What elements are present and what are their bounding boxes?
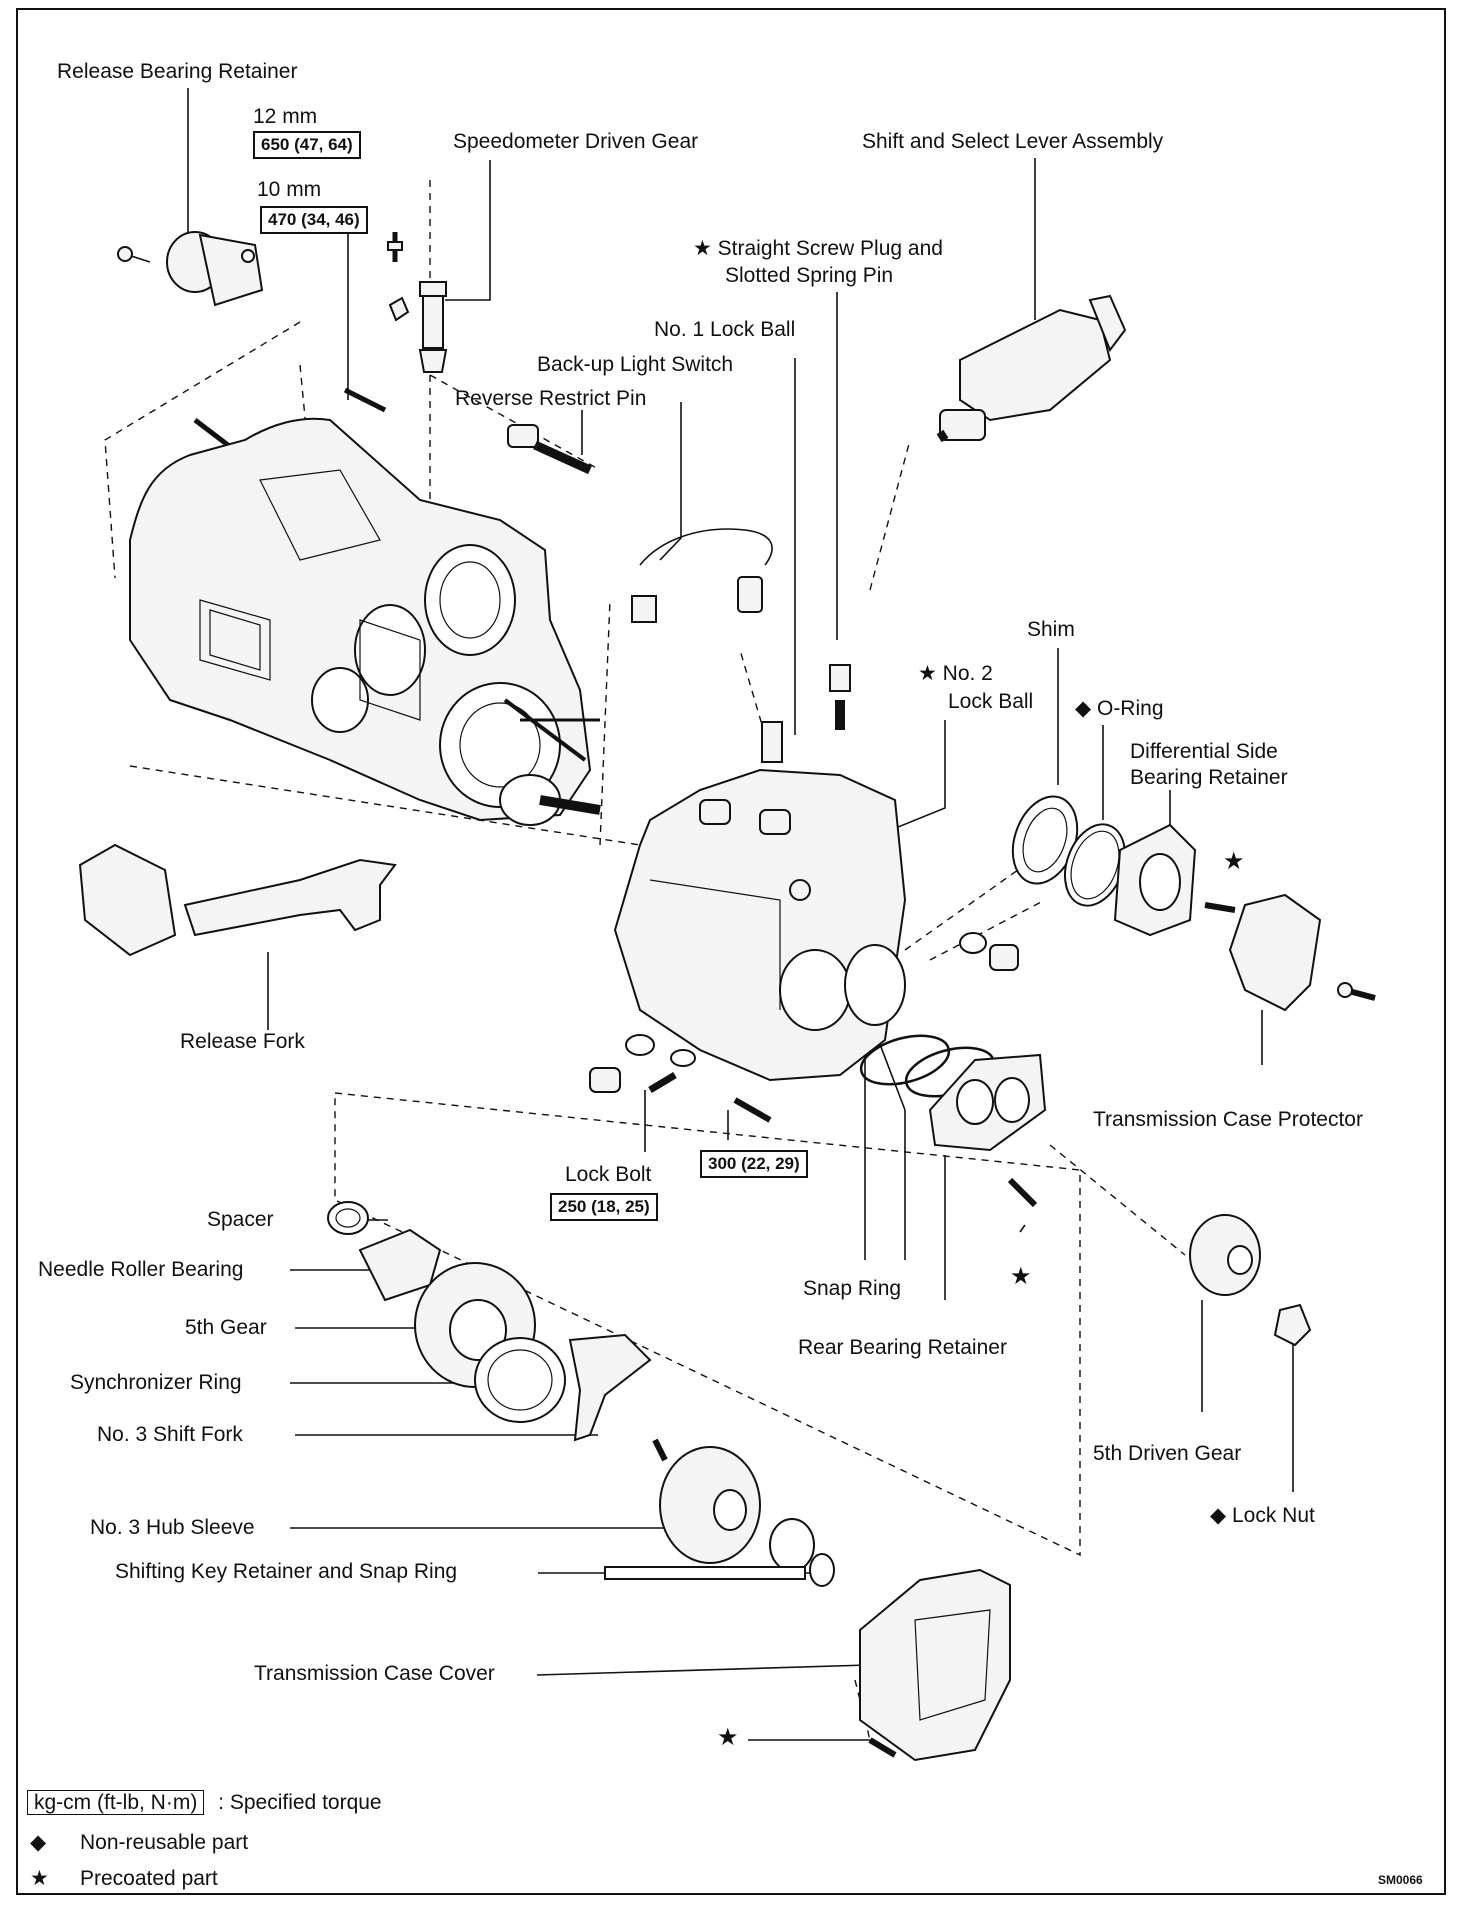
label-screw-plug-line2: Slotted Spring Pin — [725, 264, 894, 287]
snap-ring-rear-retainer-parts — [859, 1034, 1047, 1208]
transaxle-gear-assembly — [129, 417, 601, 826]
label-lock-nut: ◆ Lock Nut — [1210, 1504, 1315, 1527]
label-lock-ball-1: No. 1 Lock Ball — [654, 318, 796, 341]
label-lock-bolt: Lock Bolt — [565, 1163, 652, 1186]
label-shifting-key-retainer: Shifting Key Retainer and Snap Ring — [115, 1560, 458, 1583]
diagram-frame — [16, 8, 1446, 1895]
release-bearing-retainer-part — [117, 231, 264, 307]
label-backup-light-switch: Back-up Light Switch — [537, 353, 734, 376]
label-fifth-driven-gear: 5th Driven Gear — [1093, 1442, 1242, 1465]
label-speedometer-driven-gear: Speedometer Driven Gear — [453, 130, 699, 153]
shim-o-ring-retainer-parts — [1011, 795, 1376, 1012]
release-fork-part — [78, 843, 397, 957]
label-reverse-restrict-pin: Reverse Restrict Pin — [455, 387, 647, 410]
label-bolt-12mm: 12 mm — [253, 105, 318, 128]
label-case-cover: Transmission Case Cover — [254, 1662, 495, 1685]
fifth-gear-stack-parts — [327, 1201, 835, 1587]
label-shift-fork-3: No. 3 Shift Fork — [97, 1423, 243, 1446]
label-diff-retainer-line2: Bearing Retainer — [1130, 766, 1288, 789]
label-hub-sleeve-3: No. 3 Hub Sleeve — [90, 1516, 255, 1539]
assembly-dashed-lines — [104, 180, 1186, 1741]
torque-470-box: 470 (34, 46) — [260, 206, 368, 234]
shift-select-lever-part — [936, 294, 1127, 443]
label-shift-select-lever: Shift and Select Lever Assembly — [862, 130, 1164, 153]
star-marker-cover-bolt: ★ — [717, 1724, 739, 1751]
label-bolt-10mm: 10 mm — [257, 178, 322, 201]
label-diff-retainer-line1: Differential Side — [1130, 740, 1278, 763]
label-case-protector: Transmission Case Protector — [1093, 1108, 1363, 1131]
transmission-case-part — [613, 768, 907, 1082]
label-screw-plug-line1: ★ Straight Screw Plug and — [693, 237, 943, 260]
legend-precoated: ★ Precoated part — [30, 1866, 218, 1892]
label-synchronizer-ring: Synchronizer Ring — [70, 1371, 242, 1394]
torque-250-box: 250 (18, 25) — [550, 1193, 658, 1221]
legend-torque-box: kg-cm (ft-lb, N·m) — [27, 1790, 205, 1815]
lock-bolt-part — [589, 932, 1019, 1123]
label-release-fork: Release Fork — [180, 1030, 305, 1053]
label-rear-bearing-retainer: Rear Bearing Retainer — [798, 1336, 1007, 1359]
label-spacer: Spacer — [207, 1208, 274, 1231]
torque-300-box: 300 (22, 29) — [700, 1150, 808, 1178]
diamond-icon: ◆ — [30, 1831, 47, 1854]
star-marker-retainer-bolt: ★ — [1223, 848, 1245, 875]
label-o-ring: ◆ O-Ring — [1075, 697, 1164, 720]
legend-non-reusable-desc: Non-reusable part — [80, 1831, 249, 1854]
legend-torque: kg-cm (ft-lb, N·m) : Specified torque — [27, 1790, 382, 1816]
label-lock-ball-2-line1: ★ No. 2 — [918, 662, 993, 685]
label-needle-roller-bearing: Needle Roller Bearing — [38, 1258, 244, 1281]
fifth-driven-gear-part — [1189, 1214, 1312, 1347]
figure-code: SM0066 — [1378, 1873, 1423, 1887]
legend-precoated-desc: Precoated part — [80, 1867, 218, 1890]
label-fifth-gear: 5th Gear — [185, 1316, 267, 1339]
star-marker-rear-bolt: ★ — [1010, 1263, 1032, 1290]
star-icon: ★ — [30, 1867, 49, 1890]
legend-non-reusable: ◆ Non-reusable part — [30, 1830, 248, 1856]
label-shim: Shim — [1027, 618, 1075, 641]
reverse-restrict-pin-part — [507, 424, 592, 475]
backup-light-switch-part — [631, 528, 773, 623]
torque-650-box: 650 (47, 64) — [253, 131, 361, 159]
legend-torque-desc: : Specified torque — [218, 1791, 382, 1814]
lock-ball-and-plug-parts — [761, 664, 851, 763]
label-lock-ball-2-line2: Lock Ball — [948, 690, 1034, 713]
label-snap-ring: Snap Ring — [803, 1277, 902, 1300]
label-release-bearing-retainer: Release Bearing Retainer — [57, 60, 298, 83]
speedometer-gear-part — [418, 281, 448, 373]
transmission-case-cover-part — [859, 1568, 1011, 1762]
